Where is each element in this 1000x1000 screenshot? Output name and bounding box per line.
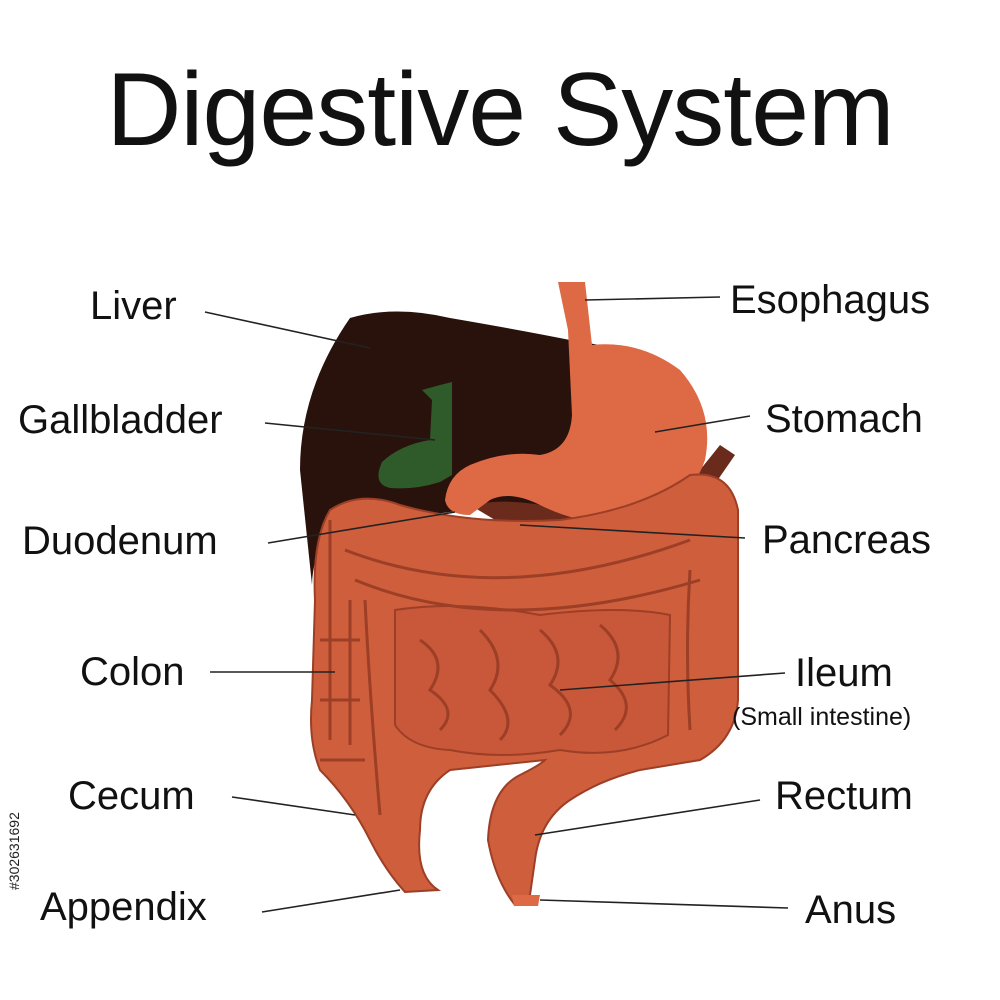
stomach-shape bbox=[445, 282, 708, 523]
stock-id: #302631692 bbox=[6, 812, 22, 890]
label-ileum-sub: (Small intestine) bbox=[732, 703, 912, 731]
label-pancreas: Pancreas bbox=[762, 518, 931, 562]
leader-ileum bbox=[559, 672, 786, 691]
intestine-details bbox=[320, 520, 701, 816]
leader-duodenum bbox=[267, 511, 456, 544]
label-esophagus: Esophagus bbox=[730, 278, 931, 322]
label-cecum: Cecum bbox=[68, 774, 195, 818]
leader-cecum bbox=[231, 796, 356, 816]
leader-appendix bbox=[261, 889, 401, 913]
leader-rectum bbox=[534, 799, 761, 836]
leader-gallbladder bbox=[264, 422, 436, 441]
leader-esophagus bbox=[584, 296, 721, 301]
label-anus: Anus bbox=[805, 888, 897, 932]
leader-pancreas bbox=[519, 524, 746, 539]
label-colon: Colon bbox=[80, 650, 185, 694]
anus-shape bbox=[512, 895, 540, 906]
leader-stomach bbox=[654, 415, 751, 433]
label-duodenum: Duodenum bbox=[22, 519, 218, 563]
page-title: Digestive System bbox=[106, 52, 894, 168]
label-gallbladder: Gallbladder bbox=[18, 398, 223, 442]
label-rectum: Rectum bbox=[775, 774, 913, 818]
label-ileum: Ileum bbox=[795, 651, 893, 695]
label-stomach: Stomach bbox=[765, 397, 923, 441]
leader-lines bbox=[204, 296, 789, 913]
label-liver: Liver bbox=[90, 284, 177, 328]
leader-anus bbox=[539, 899, 789, 909]
leader-liver bbox=[204, 311, 371, 349]
gallbladder-shape bbox=[378, 382, 452, 489]
label-appendix: Appendix bbox=[40, 885, 207, 929]
